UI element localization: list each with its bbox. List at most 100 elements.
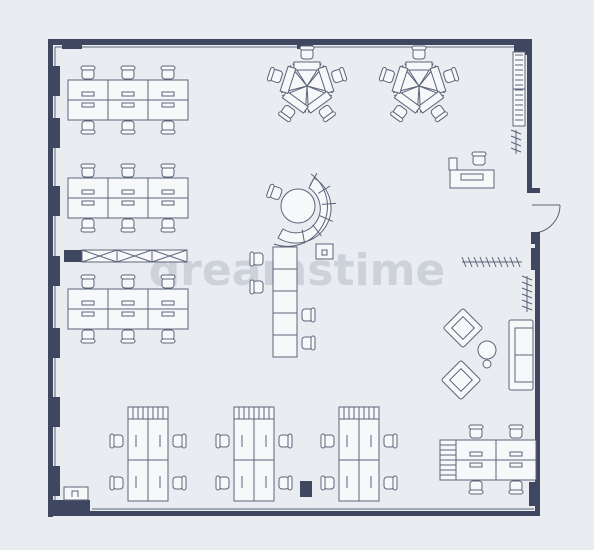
- desk: [67, 177, 109, 199]
- office-chair: [430, 105, 448, 123]
- desk: [455, 439, 497, 461]
- monitor: [81, 311, 95, 317]
- office-chair: [80, 163, 96, 178]
- round-reception-desk: [273, 172, 336, 247]
- desk: [495, 459, 537, 481]
- file-cabinet: [81, 249, 188, 263]
- structural-column: [52, 66, 60, 96]
- desk: [147, 288, 189, 310]
- desk: [306, 64, 348, 95]
- structural-column: [52, 466, 60, 496]
- office-chair: [120, 218, 136, 233]
- round-side-table: [482, 359, 492, 369]
- monitor: [121, 300, 135, 306]
- structural-column: [52, 397, 60, 427]
- monitor: [121, 102, 135, 108]
- desk: [417, 85, 448, 123]
- office-chair: [508, 480, 524, 495]
- office-chair: [278, 433, 293, 449]
- file-cabinet: [448, 157, 458, 171]
- wall-top: [48, 39, 532, 45]
- structural-column: [300, 481, 312, 497]
- office-chair: [120, 120, 136, 135]
- cabinet: [63, 486, 89, 501]
- office-chair: [390, 105, 408, 123]
- monitor: [509, 451, 523, 457]
- monitor: [161, 311, 175, 317]
- structural-column: [52, 186, 60, 216]
- monitor: [161, 200, 175, 206]
- structural-column: [52, 118, 60, 148]
- office-chair: [160, 329, 176, 344]
- workstation-desk-group: [67, 65, 189, 135]
- single-swing-door: [531, 204, 561, 244]
- monitor: [161, 91, 175, 97]
- pentagon-desk-cluster: [266, 45, 348, 123]
- structural-column: [529, 482, 540, 506]
- monitor: [81, 91, 95, 97]
- armchair: [441, 360, 481, 400]
- office-chair: [109, 475, 124, 491]
- office-chair: [266, 67, 283, 84]
- furniture: [67, 45, 537, 502]
- office-chair: [278, 105, 296, 123]
- desk: [147, 177, 189, 199]
- desk: [495, 439, 537, 461]
- wall-left: [48, 39, 53, 517]
- office-chair: [172, 475, 187, 491]
- monitor: [161, 300, 175, 306]
- office-chair: [301, 307, 316, 323]
- office-chair: [249, 251, 264, 267]
- office-chair: [508, 424, 524, 439]
- armchair: [443, 308, 483, 348]
- office-chair: [120, 163, 136, 178]
- desk: [449, 169, 495, 189]
- office-chair: [320, 433, 335, 449]
- office-chair: [468, 424, 484, 439]
- office-chair: [215, 433, 230, 449]
- desk: [266, 64, 308, 95]
- office-chair: [266, 183, 283, 201]
- monitor: [81, 300, 95, 306]
- desk: [107, 288, 149, 310]
- office-chair: [80, 218, 96, 233]
- desk: [67, 288, 109, 310]
- office-chair: [120, 274, 136, 289]
- office-chair: [80, 65, 96, 80]
- desk: [147, 79, 189, 101]
- desk: [67, 79, 109, 101]
- monitor: [121, 189, 135, 195]
- office-chair: [383, 433, 398, 449]
- structural-column: [64, 250, 82, 262]
- printer-slot: [321, 249, 328, 256]
- desk: [390, 85, 421, 123]
- structural-column: [62, 45, 82, 49]
- office-chair: [383, 475, 398, 491]
- monitor: [81, 200, 95, 206]
- workstation-desk-group: [439, 424, 537, 495]
- monitor: [81, 189, 95, 195]
- desk: [107, 177, 149, 199]
- office-chair: [468, 480, 484, 495]
- office-chair: [278, 475, 293, 491]
- monitor: [121, 200, 135, 206]
- office-chair: [160, 65, 176, 80]
- sofa: [508, 319, 534, 391]
- workstation-desk-group: [67, 163, 189, 233]
- pentagon-desk-cluster: [378, 45, 460, 123]
- office-chair: [172, 433, 187, 449]
- round-side-table: [280, 188, 316, 224]
- file-cabinet: [512, 51, 526, 127]
- meeting-table: [215, 406, 293, 502]
- monitor: [81, 102, 95, 108]
- structural-column: [52, 328, 60, 358]
- office-chair: [471, 151, 487, 166]
- structural-column: [53, 500, 90, 511]
- coat-rack: [521, 275, 533, 312]
- desk: [107, 79, 149, 101]
- office-chair: [331, 67, 348, 84]
- desk: [147, 197, 189, 219]
- office-chair: [215, 475, 230, 491]
- meeting-table: [320, 406, 398, 502]
- monitor: [469, 451, 483, 457]
